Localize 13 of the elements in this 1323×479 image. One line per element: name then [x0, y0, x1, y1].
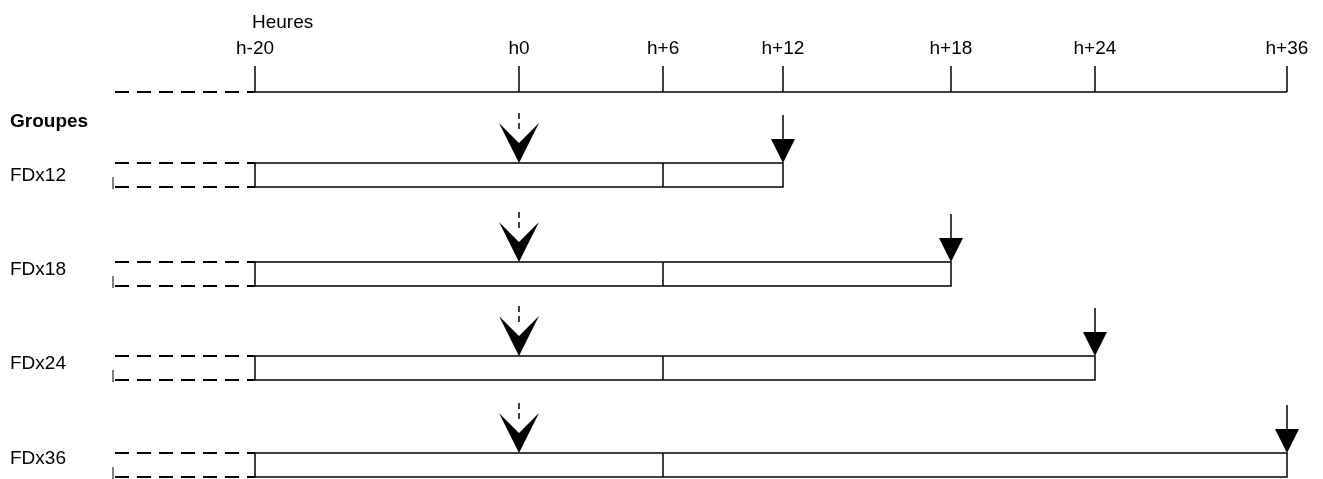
group-label: FDx36: [10, 448, 66, 468]
axis-title: Heures: [252, 12, 314, 32]
axis-tick-label: h-20: [236, 38, 275, 58]
group-label: FDx12: [10, 165, 66, 185]
section-heading: Groupes: [10, 111, 89, 131]
group-label: FDx24: [10, 353, 66, 373]
axis-tick-label: h+6: [647, 38, 680, 58]
axis-tick-label: h+18: [929, 38, 973, 58]
axis-tick-label: h+36: [1265, 38, 1309, 58]
axis-tick-label: h0: [508, 38, 530, 58]
axis-tick-label: h+12: [761, 38, 805, 58]
axis-tick-label: h+24: [1073, 38, 1117, 58]
group-label: FDx18: [10, 259, 66, 279]
